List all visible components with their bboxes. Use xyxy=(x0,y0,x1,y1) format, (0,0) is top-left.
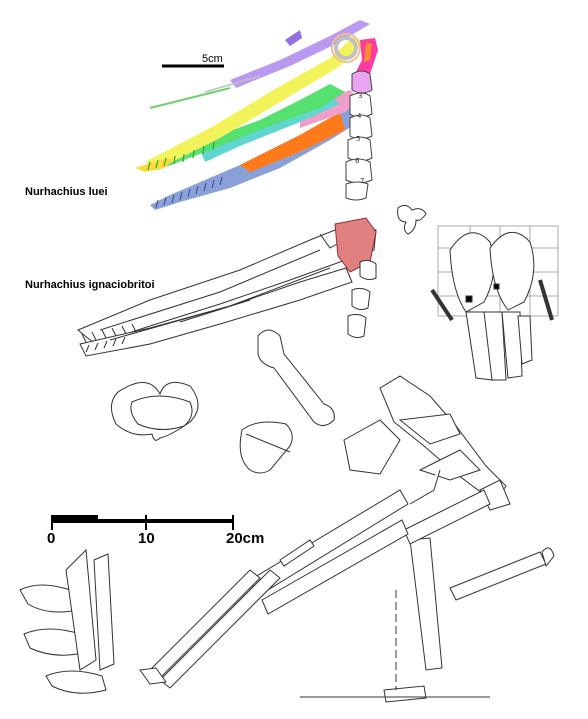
nasal-arrow-tip xyxy=(285,30,302,46)
sternum-bone xyxy=(239,421,293,474)
scale-label-small: 5cm xyxy=(202,53,223,65)
species-label-ignaciobritoi: Nurhachius ignaciobritoi xyxy=(25,279,155,291)
upper-teeth xyxy=(147,141,215,171)
mandible xyxy=(150,100,365,210)
long-bone-middle xyxy=(257,329,335,426)
species-label-luei: Nurhachius luei xyxy=(25,186,108,198)
maxilla-bone xyxy=(145,36,362,168)
snout-line-1 xyxy=(149,87,231,109)
jaw-rear-bone xyxy=(300,90,360,128)
vertebra-number-7: 7 xyxy=(360,177,364,185)
nasal-bone xyxy=(230,20,370,88)
scale-tick-10: 10 xyxy=(138,530,155,547)
vertebra-number-4: 4 xyxy=(357,112,362,120)
bone-fragment xyxy=(397,204,427,235)
snout-line-2 xyxy=(204,75,261,93)
orbit-ring xyxy=(334,36,358,60)
dentary-bone xyxy=(240,112,345,172)
scale-bar-large xyxy=(51,515,234,530)
jaw-teal-bone xyxy=(200,96,340,162)
claws xyxy=(19,548,115,694)
vertebra-ring xyxy=(111,381,199,441)
scale-tick-0: 0 xyxy=(47,530,56,547)
posterior-skull-orange xyxy=(364,42,372,62)
lower-teeth xyxy=(155,176,223,209)
postcranial-skeleton xyxy=(139,375,555,703)
colored-skull-nurhachius-luei xyxy=(135,20,378,210)
orbit-outline xyxy=(331,33,361,63)
cervical-vertebrae-ignaciobritoi xyxy=(347,259,377,339)
cervical-vertebrae-luei xyxy=(345,70,373,201)
skull-nurhachius-ignaciobritoi xyxy=(77,217,377,357)
vertebra-number-6: 6 xyxy=(355,157,360,165)
vertebra-number-5: 5 xyxy=(356,135,360,143)
vertebra-grid-view xyxy=(430,225,559,381)
scale-tick-20cm: 20cm xyxy=(226,530,265,547)
sternum-line xyxy=(245,433,291,453)
vertebra-number-3: 3 xyxy=(358,92,362,100)
